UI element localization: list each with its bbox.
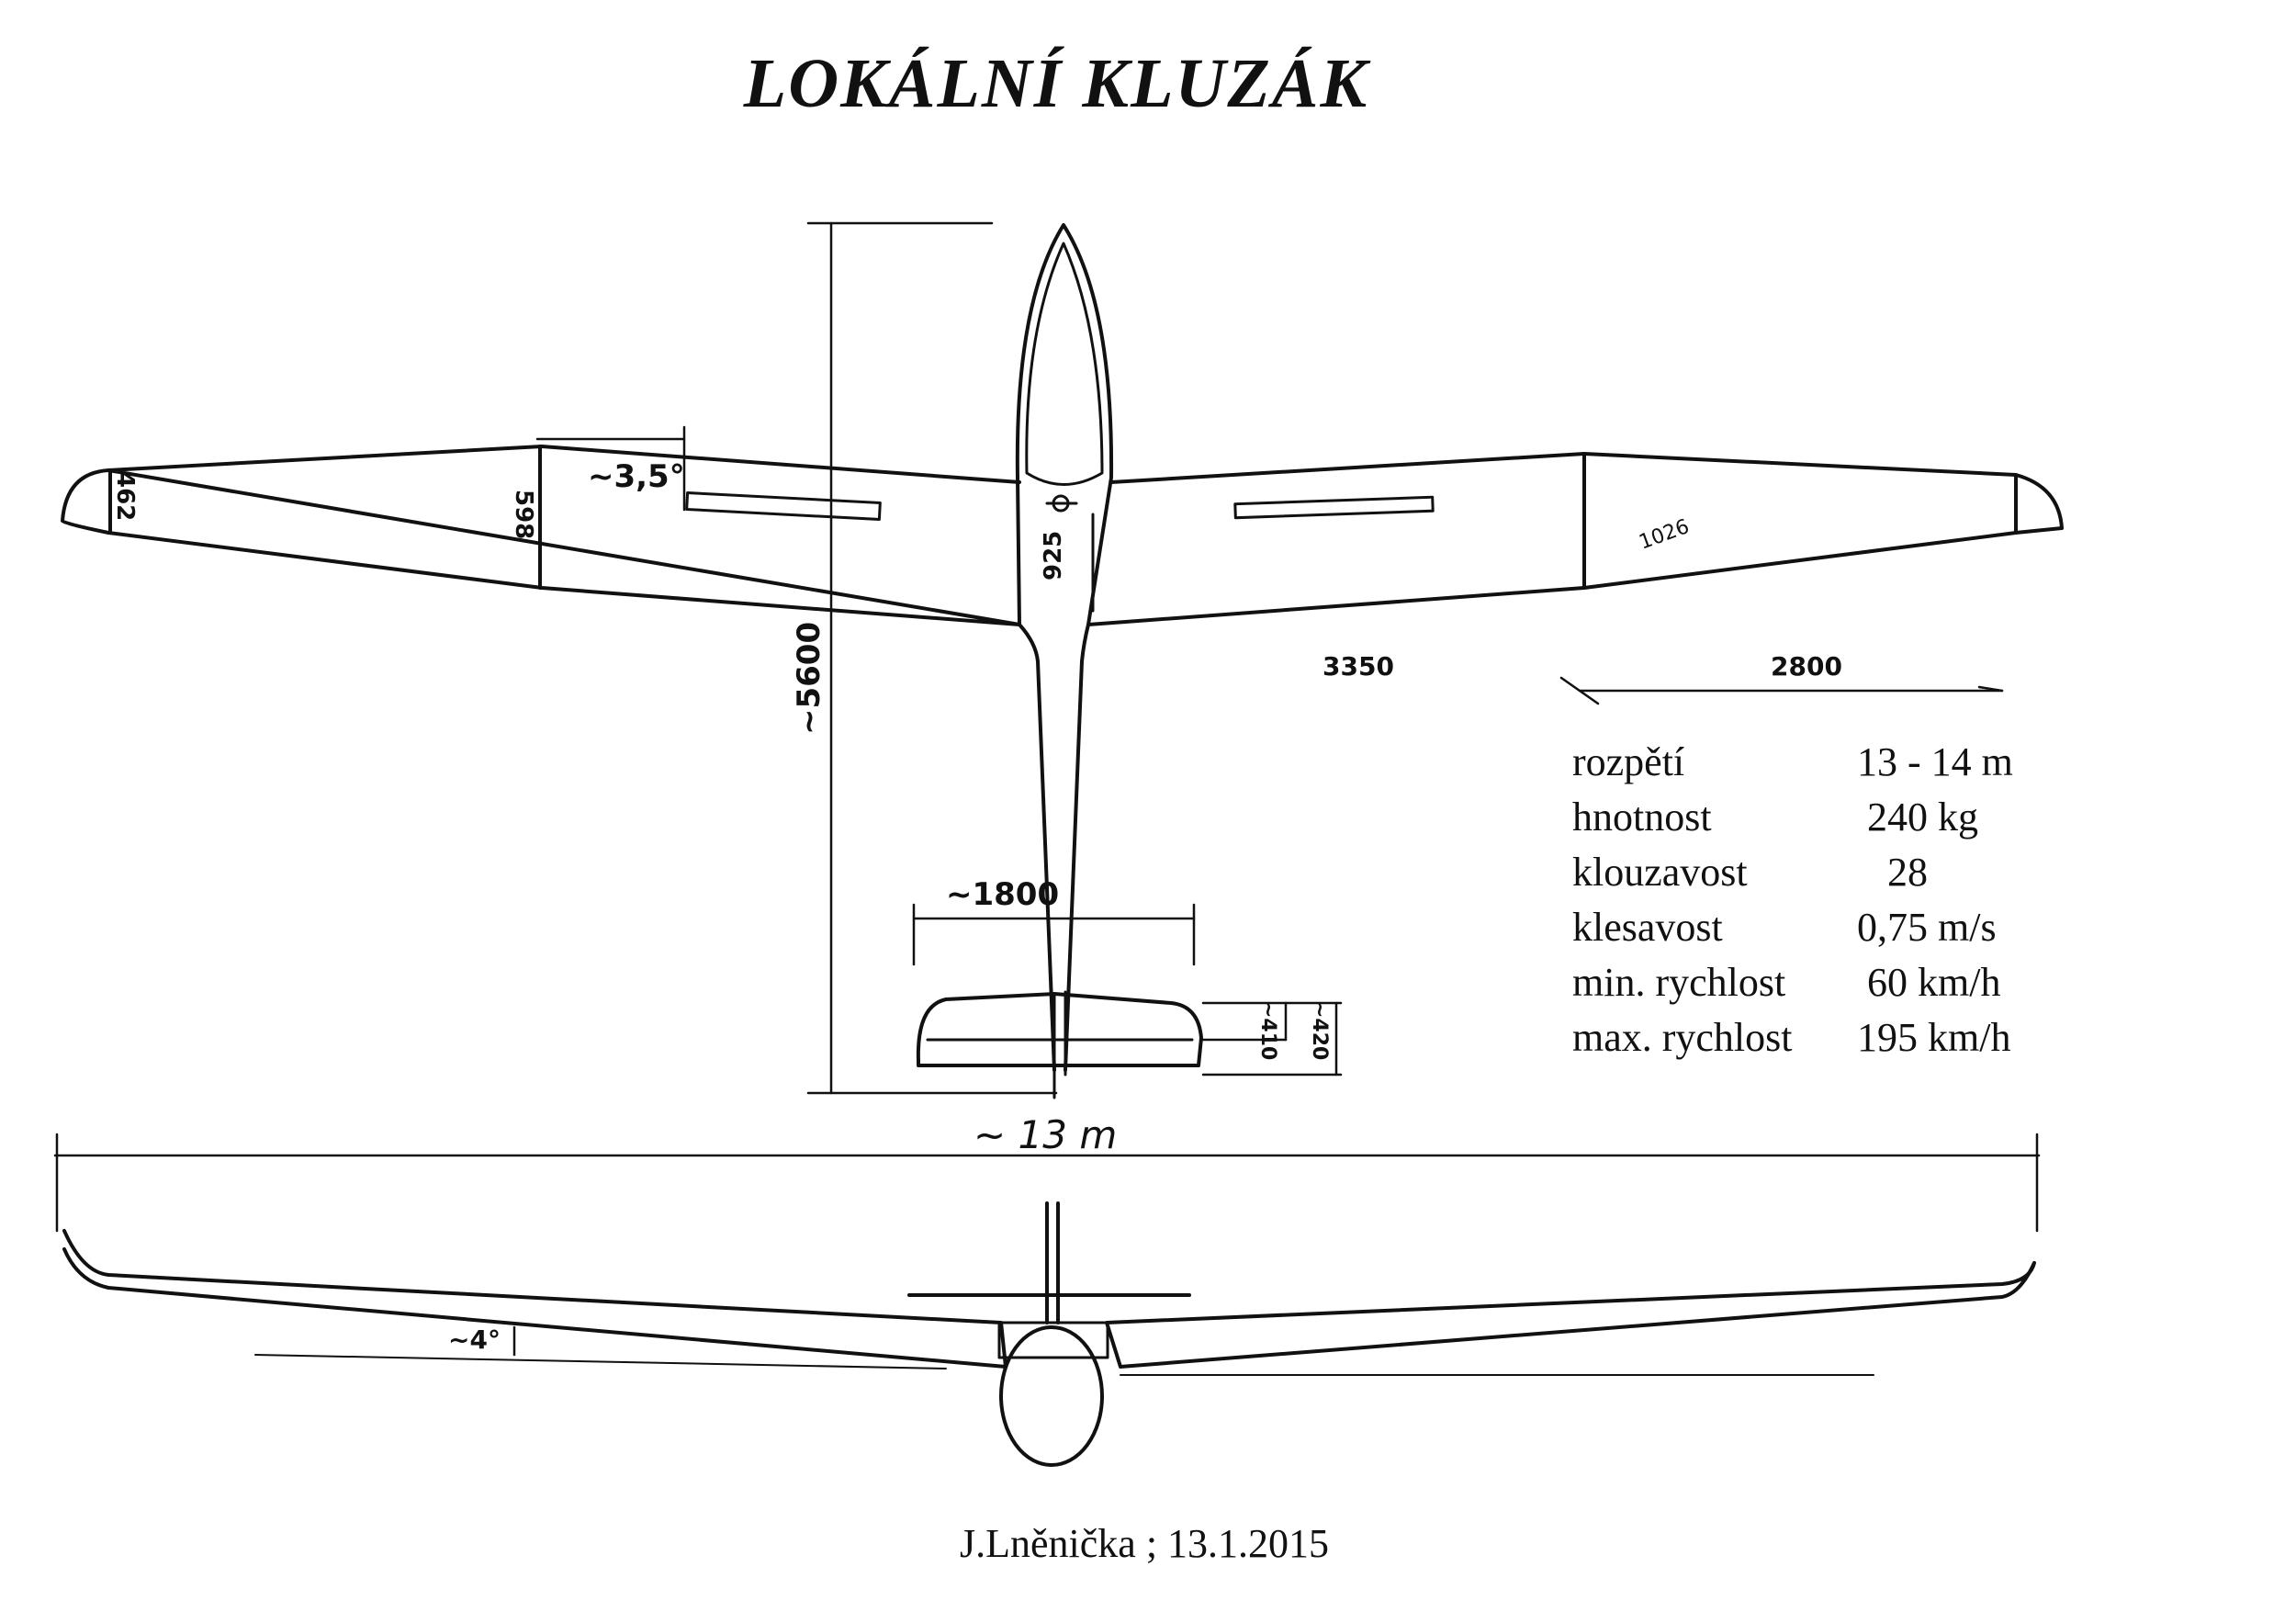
spec-value: 28 [1857,850,1928,895]
spec-label: klesavost [1572,905,1723,950]
spec-label: min. rychlost [1572,960,1786,1005]
spec-row: hnotnost 240 kg [1572,790,2013,845]
front-right-wing [1105,1261,2036,1369]
canopy [1025,242,1104,486]
front-left-wing [62,1229,1007,1369]
spec-value: 195 km/h [1857,1015,2011,1060]
spec-row: rozpětí 13 - 14 m [1572,735,2013,790]
spec-row: max. rychlost 195 km/h [1572,1010,2013,1065]
front-view [53,1133,2041,1467]
sweep-angle-label: ~3,5° [588,458,685,495]
dimension-labels: ~5600 462 598 925 ~3,5° 3350 2800 1026 ~… [111,458,1842,1355]
top-view [61,223,2064,1099]
dimension-lines [535,221,2004,1095]
mid-chord-label: 598 [510,490,537,539]
fuselage-outline [1015,223,1114,1072]
tail-span-label: ~1800 [946,876,1059,913]
horizontal-stabilizer [916,992,1203,1067]
root-chord-label: 925 [1040,531,1067,580]
outer-span-label: 2800 [1771,651,1842,682]
tip-mark-label: 1026 [1637,515,1693,555]
spec-value: 0,75 m/s [1857,905,1997,950]
spec-label: hnotnost [1572,795,1712,840]
spec-value: 240 kg [1857,795,1978,840]
drawing-title: LOKÁLNÍ KLUZÁK [743,45,1369,122]
right-aileron [1233,495,1435,520]
dihedral-label: ~4° [448,1324,501,1355]
spec-row: klouzavost 28 [1572,845,2013,900]
spec-label: klouzavost [1572,850,1748,895]
spec-table: rozpětí 13 - 14 m hnotnost 240 kg klouza… [1572,735,2013,1065]
tip-chord-label: 462 [111,471,139,521]
spec-label: rozpětí [1572,739,1685,784]
spec-value: 13 - 14 m [1857,739,2013,784]
spec-label: max. rychlost [1572,1015,1793,1060]
author-signature: J.Lněnička ; 13.1.2015 [960,1521,1330,1566]
stabilizer-chord-label: ~420 [1308,1001,1331,1060]
left-aileron [685,491,882,521]
right-wing [1086,452,2064,626]
fuselage-length-label: ~5600 [791,622,827,735]
inner-span-label: 3350 [1322,651,1394,682]
elevator-chord-label: ~410 [1256,1001,1279,1060]
wingspan-label: ~ 13 m [974,1112,1117,1157]
spec-row: min. rychlost 60 km/h [1572,955,2013,1010]
spec-row: klesavost 0,75 m/s [1572,900,2013,955]
spec-value: 60 km/h [1857,960,2001,1005]
front-fuselage [999,1325,1104,1467]
